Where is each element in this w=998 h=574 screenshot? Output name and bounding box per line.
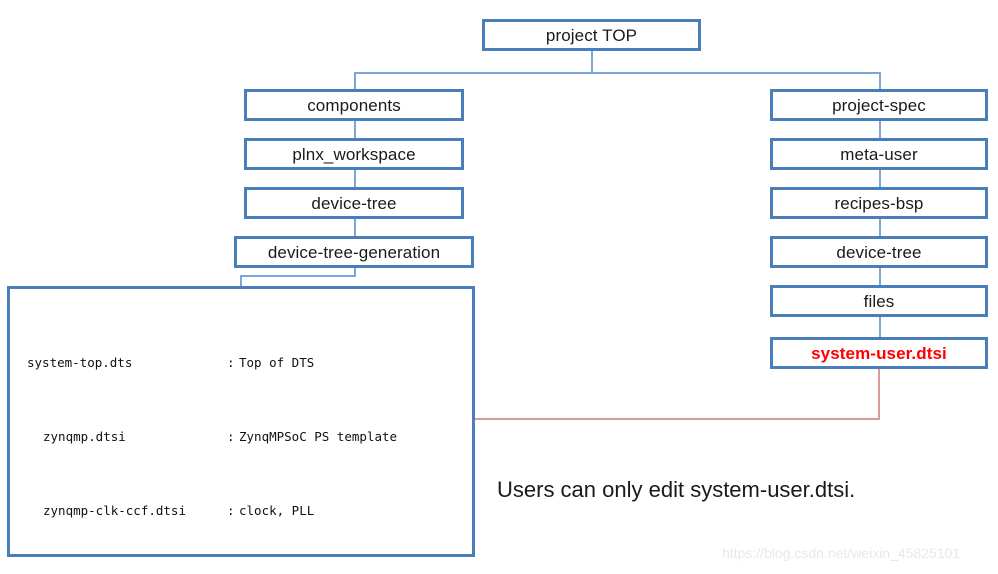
file-list-panel: system-top.dts:Top of DTS zynqmp.dtsi:Zy…: [7, 286, 475, 557]
connector-top-stem: [591, 50, 593, 73]
callout-arrow-horizontal: [435, 418, 880, 420]
node-label: meta-user: [840, 144, 918, 164]
connector-top-bus: [354, 72, 880, 74]
file-name: zynqmp.dtsi: [43, 428, 126, 444]
node-label: recipes-bsp: [834, 193, 924, 213]
file-description: clock, PLL: [239, 502, 315, 518]
connector-left-elbow-across: [240, 275, 356, 277]
node-project-top[interactable]: project TOP: [482, 19, 701, 51]
file-description: ZynqMPSoC PS template: [239, 428, 398, 444]
node-plnx-workspace[interactable]: plnx_workspace: [244, 138, 464, 170]
connector-left-2: [354, 168, 356, 192]
node-recipes-bsp[interactable]: recipes-bsp: [770, 187, 988, 219]
node-device-tree-left[interactable]: device-tree: [244, 187, 464, 219]
file-name: system-top.dts: [27, 354, 133, 370]
watermark-text: https://blog.csdn.net/weixin_45825101: [722, 545, 961, 561]
node-label: project-spec: [832, 95, 926, 115]
node-files[interactable]: files: [770, 285, 988, 317]
node-label: files: [863, 291, 895, 311]
connector-right-1: [879, 119, 881, 143]
file-list-row: system-top.dts:Top of DTS: [27, 354, 450, 373]
file-list-row: zynqmp-clk-ccf.dtsi:clock, PLL: [27, 502, 450, 521]
node-system-user-dtsi[interactable]: system-user.dtsi: [770, 337, 988, 369]
connector-right-4: [879, 266, 881, 290]
file-list: system-top.dts:Top of DTS zynqmp.dtsi:Zy…: [27, 298, 450, 574]
connector-right-5: [879, 315, 881, 339]
node-components[interactable]: components: [244, 89, 464, 121]
node-label: device-tree: [311, 193, 397, 213]
node-project-spec[interactable]: project-spec: [770, 89, 988, 121]
connector-left-3: [354, 217, 356, 241]
file-name: zynqmp-clk-ccf.dtsi: [43, 502, 186, 518]
node-label: plnx_workspace: [292, 144, 416, 164]
node-label: project TOP: [545, 25, 638, 45]
connector-left-elbow-into-box: [240, 275, 242, 288]
file-separator: :: [227, 428, 235, 444]
connector-right-drop: [879, 72, 881, 92]
node-label: components: [307, 95, 401, 115]
connector-right-3: [879, 217, 881, 241]
connector-right-2: [879, 168, 881, 192]
node-device-tree-generation[interactable]: device-tree-generation: [234, 236, 474, 268]
callout-arrow-vertical: [878, 365, 880, 419]
file-separator: :: [227, 354, 235, 370]
node-label: system-user.dtsi: [811, 343, 947, 363]
file-list-row: zynqmp.dtsi:ZynqMPSoC PS template: [27, 428, 450, 447]
file-separator: :: [227, 502, 235, 518]
caption-text: Users can only edit system-user.dtsi.: [497, 477, 856, 502]
node-device-tree-right[interactable]: device-tree: [770, 236, 988, 268]
node-label: device-tree-generation: [267, 242, 441, 262]
node-meta-user[interactable]: meta-user: [770, 138, 988, 170]
connector-left-drop: [354, 72, 356, 92]
node-label: device-tree: [836, 242, 922, 262]
connector-left-1: [354, 119, 356, 143]
connector-left-elbow-down: [354, 266, 356, 277]
file-description: Top of DTS: [239, 354, 315, 370]
